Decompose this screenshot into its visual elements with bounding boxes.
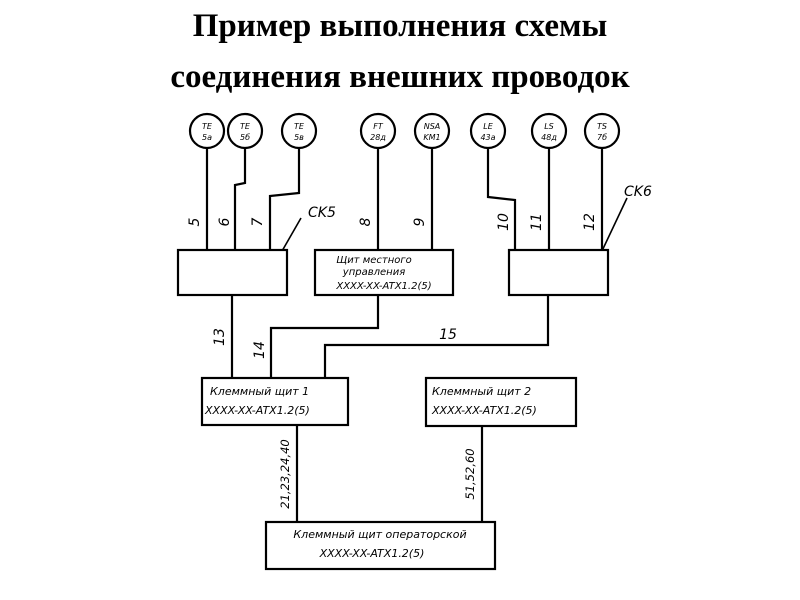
page-title-line-1: Пример выполнения схемы [192,8,608,44]
instrument-nsa-km1[interactable]: NSA KM1 [413,112,451,150]
instrument-number: 43a [480,133,495,142]
terminal-panel-1-name: Клеммный щит 1 [210,385,309,398]
instrument-number: 5б [240,133,250,142]
instrument-number: 5a [202,133,212,142]
trunk-label-right: 51,52,60 [463,448,477,499]
local-panel-line-3: XXXX-XX-ATX1.2(5) [335,281,431,292]
local-panel-line-1: Щит местного [336,255,412,266]
wire-10 [486,148,517,250]
instrument-tag: LE [483,122,493,131]
terminal-panel-2[interactable]: Клеммный щит 2 XXXX-XX-ATX1.2(5) [424,376,578,428]
wire-number-8: 8 [358,217,374,226]
instrument-tag: FT [373,122,384,131]
instrument-tag: TS [597,122,607,131]
local-panel-line-2: управления [342,267,405,278]
instrument-number: 5в [294,133,304,142]
instrument-ts-7b[interactable]: TS 7б [583,112,621,150]
wires [205,148,628,522]
junction-box-ck6[interactable] [507,248,610,297]
instrument-te-5a[interactable]: TE 5a [188,112,226,150]
terminal-panel-1-code: XXXX-XX-ATX1.2(5) [204,404,310,417]
wire-number-11: 11 [529,213,545,231]
instrument-number: 48д [541,133,557,142]
instrument-ls-48d[interactable]: LS 48д [530,112,568,150]
wire-numbers: 5 6 7 8 9 10 11 12 13 14 15 [187,213,598,359]
page-title-line-2: соединения внешних проводок [170,59,630,95]
ck6-label: CK6 [624,184,652,200]
instrument-le-43a[interactable]: LE 43a [469,112,507,150]
trunk-label-left: 21,23,24,40 [278,439,292,509]
wire-number-9: 9 [412,217,428,226]
instrument-tag: TE [240,122,251,131]
local-control-panel[interactable]: Щит местного управления XXXX-XX-ATX1.2(5… [313,248,455,297]
terminal-panel-2-name: Клеммный щит 2 [432,385,531,398]
junction-box-ck5[interactable] [176,248,289,297]
instrument-ft-28d[interactable]: FT 28д [359,112,397,150]
wire-15 [323,295,550,378]
wire-number-15: 15 [439,327,457,343]
operator-terminal-panel[interactable]: Клеммный щит операторской XXXX-XX-ATX1.2… [264,520,497,571]
operator-panel-code: XXXX-XX-ATX1.2(5) [319,547,425,560]
instrument-number: KM1 [423,133,440,142]
instrument-tag: NSA [424,122,441,131]
instrument-tag: LS [544,122,554,131]
instrument-tag: TE [294,122,305,131]
terminal-panel-1[interactable]: Клеммный щит 1 XXXX-XX-ATX1.2(5) [200,376,350,427]
operator-panel-name: Клеммный щит операторской [293,528,466,541]
wire-number-7: 7 [250,217,266,226]
instrument-tag: TE [202,122,213,131]
wire-6 [233,148,247,250]
wire-number-6: 6 [217,217,233,226]
wire-number-5: 5 [187,217,203,226]
wire-number-14: 14 [252,341,268,359]
instrument-te-5b[interactable]: TE 5б [226,112,264,150]
terminal-panel-2-code: XXXX-XX-ATX1.2(5) [431,404,537,417]
ck5-label: CK5 [308,205,336,221]
wire-7 [268,148,301,250]
instrument-te-5v[interactable]: TE 5в [280,112,318,150]
wire-number-13: 13 [212,328,228,346]
instrument-number: 28д [370,133,386,142]
instrument-number: 7б [597,133,607,142]
wire-number-10: 10 [496,213,512,231]
wire-14 [269,295,380,378]
wire-number-12: 12 [582,213,598,231]
